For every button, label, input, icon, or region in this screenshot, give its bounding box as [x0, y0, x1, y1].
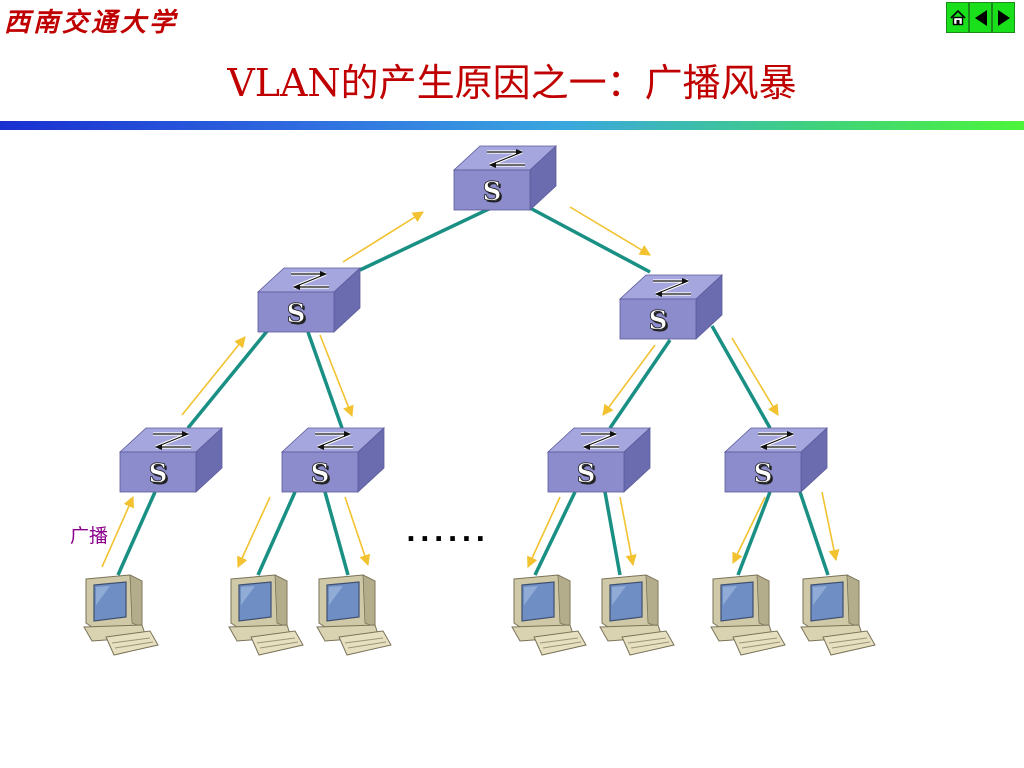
previous-slide-button[interactable]	[969, 2, 992, 33]
switch-label-shadow: S	[313, 461, 332, 491]
switch-arrows-icon	[581, 431, 619, 450]
switch-label-shadow: S	[651, 308, 670, 338]
switch-label-shadow: S	[579, 461, 598, 491]
broadcast-arrow	[342, 211, 424, 263]
computer-icon	[316, 574, 392, 656]
network-link	[736, 491, 772, 576]
switch-label-shadow: S	[151, 461, 170, 491]
home-icon	[949, 9, 966, 25]
next-slide-button[interactable]	[992, 2, 1015, 33]
university-logo: 西南交通大学	[4, 8, 179, 38]
switch-label: S	[287, 299, 306, 329]
switch-label: S	[311, 459, 330, 489]
broadcast-arrow	[319, 334, 354, 418]
gradient-divider	[0, 121, 1024, 130]
broadcast-arrow	[181, 336, 246, 416]
switch-arrows-icon	[291, 271, 329, 290]
prev-arrow-icon	[974, 9, 987, 26]
computer-icon	[599, 574, 675, 656]
switch-arrows-icon	[153, 431, 191, 450]
computer-icon	[800, 574, 876, 656]
broadcast-arrow	[619, 496, 637, 567]
computer-icon	[511, 574, 587, 656]
broadcast-arrow	[344, 496, 371, 567]
broadcast-arrow	[732, 496, 766, 565]
computer-icon	[83, 574, 159, 656]
network-link	[603, 491, 622, 576]
home-button[interactable]	[946, 2, 969, 33]
switch-label: S	[577, 459, 596, 489]
switch-device: SS	[452, 145, 558, 211]
nav-buttons	[946, 2, 1015, 33]
broadcast-arrow	[602, 344, 656, 416]
switch-arrows-icon	[653, 278, 691, 297]
broadcast-arrow	[527, 496, 561, 569]
computers	[83, 574, 876, 656]
switch-device: SS	[256, 267, 362, 333]
network-link	[116, 491, 157, 576]
switch-arrows-icon	[758, 431, 796, 450]
slide-title: VLAN的产生原因之一：广播风暴	[227, 61, 797, 105]
ellipsis: ......	[406, 518, 490, 548]
switch-label-shadow: S	[756, 461, 775, 491]
switch-label-shadow: S	[485, 179, 504, 209]
network-link	[323, 491, 350, 576]
network-link	[529, 206, 651, 274]
network-link	[710, 325, 772, 429]
network-link	[608, 339, 672, 429]
broadcast-arrow	[237, 496, 271, 569]
switch-label: S	[149, 459, 168, 489]
switch-device: SS	[280, 427, 386, 493]
switch-arrows-icon	[315, 431, 353, 450]
computer-icon	[228, 574, 304, 656]
network-link	[306, 331, 344, 429]
switch-label: S	[649, 306, 668, 336]
broadcast-arrow	[731, 337, 779, 416]
broadcast-label: 广播	[70, 525, 109, 547]
switch-device: SS	[618, 274, 724, 340]
network-link	[533, 491, 577, 576]
network-link	[798, 491, 830, 576]
broadcast-arrow	[821, 491, 840, 562]
computer-icon	[710, 574, 786, 656]
switch-label: S	[483, 177, 502, 207]
next-arrow-icon	[997, 9, 1010, 26]
switch-label-shadow: S	[289, 301, 308, 331]
switch-arrows-icon	[487, 149, 525, 168]
switch-device: SS	[723, 427, 829, 493]
network-link	[186, 328, 270, 430]
switch-device: SS	[118, 427, 224, 493]
broadcast-arrows	[101, 206, 840, 569]
broadcast-arrow	[101, 495, 135, 568]
network-link	[256, 491, 297, 576]
switch-label: S	[754, 459, 773, 489]
network-links	[116, 196, 830, 576]
broadcast-arrow	[569, 206, 651, 256]
switch-device: SS	[546, 427, 652, 493]
